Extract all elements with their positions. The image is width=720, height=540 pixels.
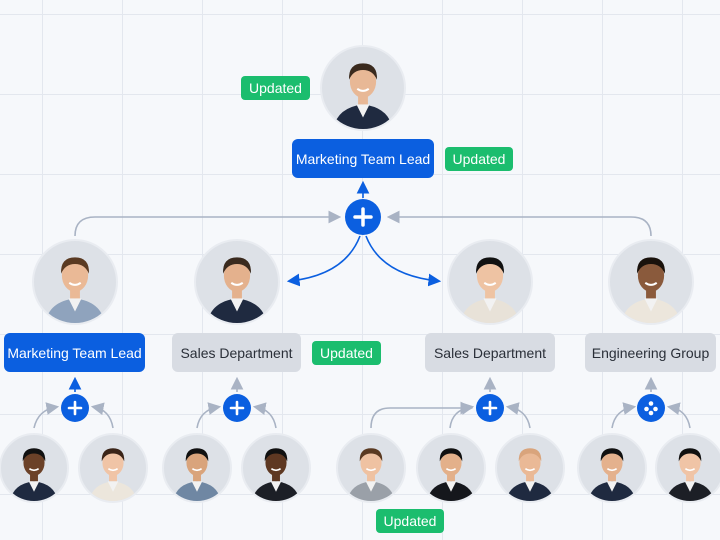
avatar[interactable]: [608, 239, 694, 325]
plus-icon[interactable]: [61, 394, 89, 422]
person-photo: [427, 448, 475, 501]
connector-blue-right: [365, 235, 442, 287]
avatar[interactable]: [336, 433, 406, 503]
avatar[interactable]: [577, 433, 647, 503]
avatar[interactable]: [78, 433, 148, 503]
person-photo: [10, 448, 58, 501]
avatar[interactable]: [241, 433, 311, 503]
node-level2[interactable]: Sales Department: [172, 333, 301, 372]
updated-badge: Updated: [241, 76, 310, 100]
avatar[interactable]: [495, 433, 565, 503]
avatar[interactable]: [416, 433, 486, 503]
node-top[interactable]: Marketing Team Lead: [292, 139, 434, 178]
person-photo: [506, 448, 554, 501]
connector-right: [386, 210, 652, 237]
person-photo: [666, 448, 714, 501]
node-level2[interactable]: Marketing Team Lead: [4, 333, 145, 372]
avatar[interactable]: [194, 239, 280, 325]
avatar[interactable]: [320, 45, 406, 131]
group-dots-icon[interactable]: [637, 394, 665, 422]
person-photo: [89, 448, 137, 501]
person-photo: [45, 257, 105, 323]
updated-badge: Updated: [312, 341, 381, 365]
avatar[interactable]: [447, 239, 533, 325]
person-photo: [252, 448, 300, 501]
person-photo: [333, 63, 393, 129]
avatar[interactable]: [32, 239, 118, 325]
plus-icon[interactable]: [345, 199, 381, 235]
avatar[interactable]: [0, 433, 69, 503]
connector-blue-left: [286, 235, 361, 287]
plus-icon[interactable]: [476, 394, 504, 422]
avatar[interactable]: [655, 433, 720, 503]
person-photo: [347, 448, 395, 501]
plus-icon[interactable]: [223, 394, 251, 422]
node-level2[interactable]: Sales Department: [425, 333, 555, 372]
person-photo: [173, 448, 221, 501]
avatar[interactable]: [162, 433, 232, 503]
updated-badge: Updated: [376, 509, 444, 533]
person-photo: [621, 257, 681, 323]
person-photo: [588, 448, 636, 501]
person-photo: [207, 257, 267, 323]
updated-badge: Updated: [445, 147, 513, 171]
connector-left: [74, 210, 342, 237]
node-level2[interactable]: Engineering Group: [585, 333, 716, 372]
person-photo: [460, 257, 520, 323]
